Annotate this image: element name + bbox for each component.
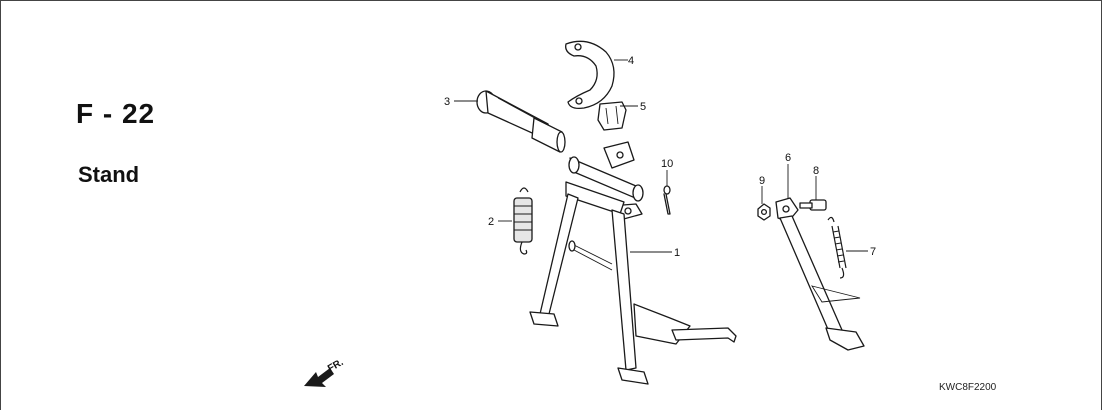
callout-5: 5 bbox=[640, 101, 646, 113]
callout-2: 2 bbox=[488, 216, 494, 228]
part-6-side-stand[interactable] bbox=[775, 197, 865, 351]
part-10-cotter-pin[interactable] bbox=[663, 185, 671, 215]
front-direction-arrow-icon bbox=[304, 368, 334, 387]
part-4-bracket[interactable] bbox=[565, 40, 615, 110]
callout-8: 8 bbox=[813, 165, 819, 177]
leader-lines bbox=[454, 59, 868, 253]
part-2-spring[interactable] bbox=[513, 187, 533, 255]
callout-3: 3 bbox=[444, 96, 450, 108]
part-5-stopper[interactable] bbox=[597, 101, 627, 131]
callout-7: 7 bbox=[870, 246, 876, 258]
drawing-id: KWC8F2200 bbox=[939, 382, 997, 393]
section-title: Stand bbox=[78, 162, 140, 187]
part-7-spring[interactable] bbox=[827, 216, 847, 279]
callout-6: 6 bbox=[785, 152, 791, 164]
part-9-nut[interactable] bbox=[757, 203, 771, 221]
callout-10: 10 bbox=[661, 158, 673, 170]
part-1-main-stand[interactable] bbox=[529, 141, 737, 385]
part-3-shaft[interactable] bbox=[476, 90, 566, 153]
callout-9: 9 bbox=[759, 175, 765, 187]
front-direction-label: FR. bbox=[326, 357, 346, 375]
section-code: F - 22 bbox=[76, 98, 156, 129]
part-8-bolt[interactable] bbox=[799, 199, 827, 211]
callout-4: 4 bbox=[628, 55, 634, 67]
callout-1: 1 bbox=[674, 247, 680, 259]
